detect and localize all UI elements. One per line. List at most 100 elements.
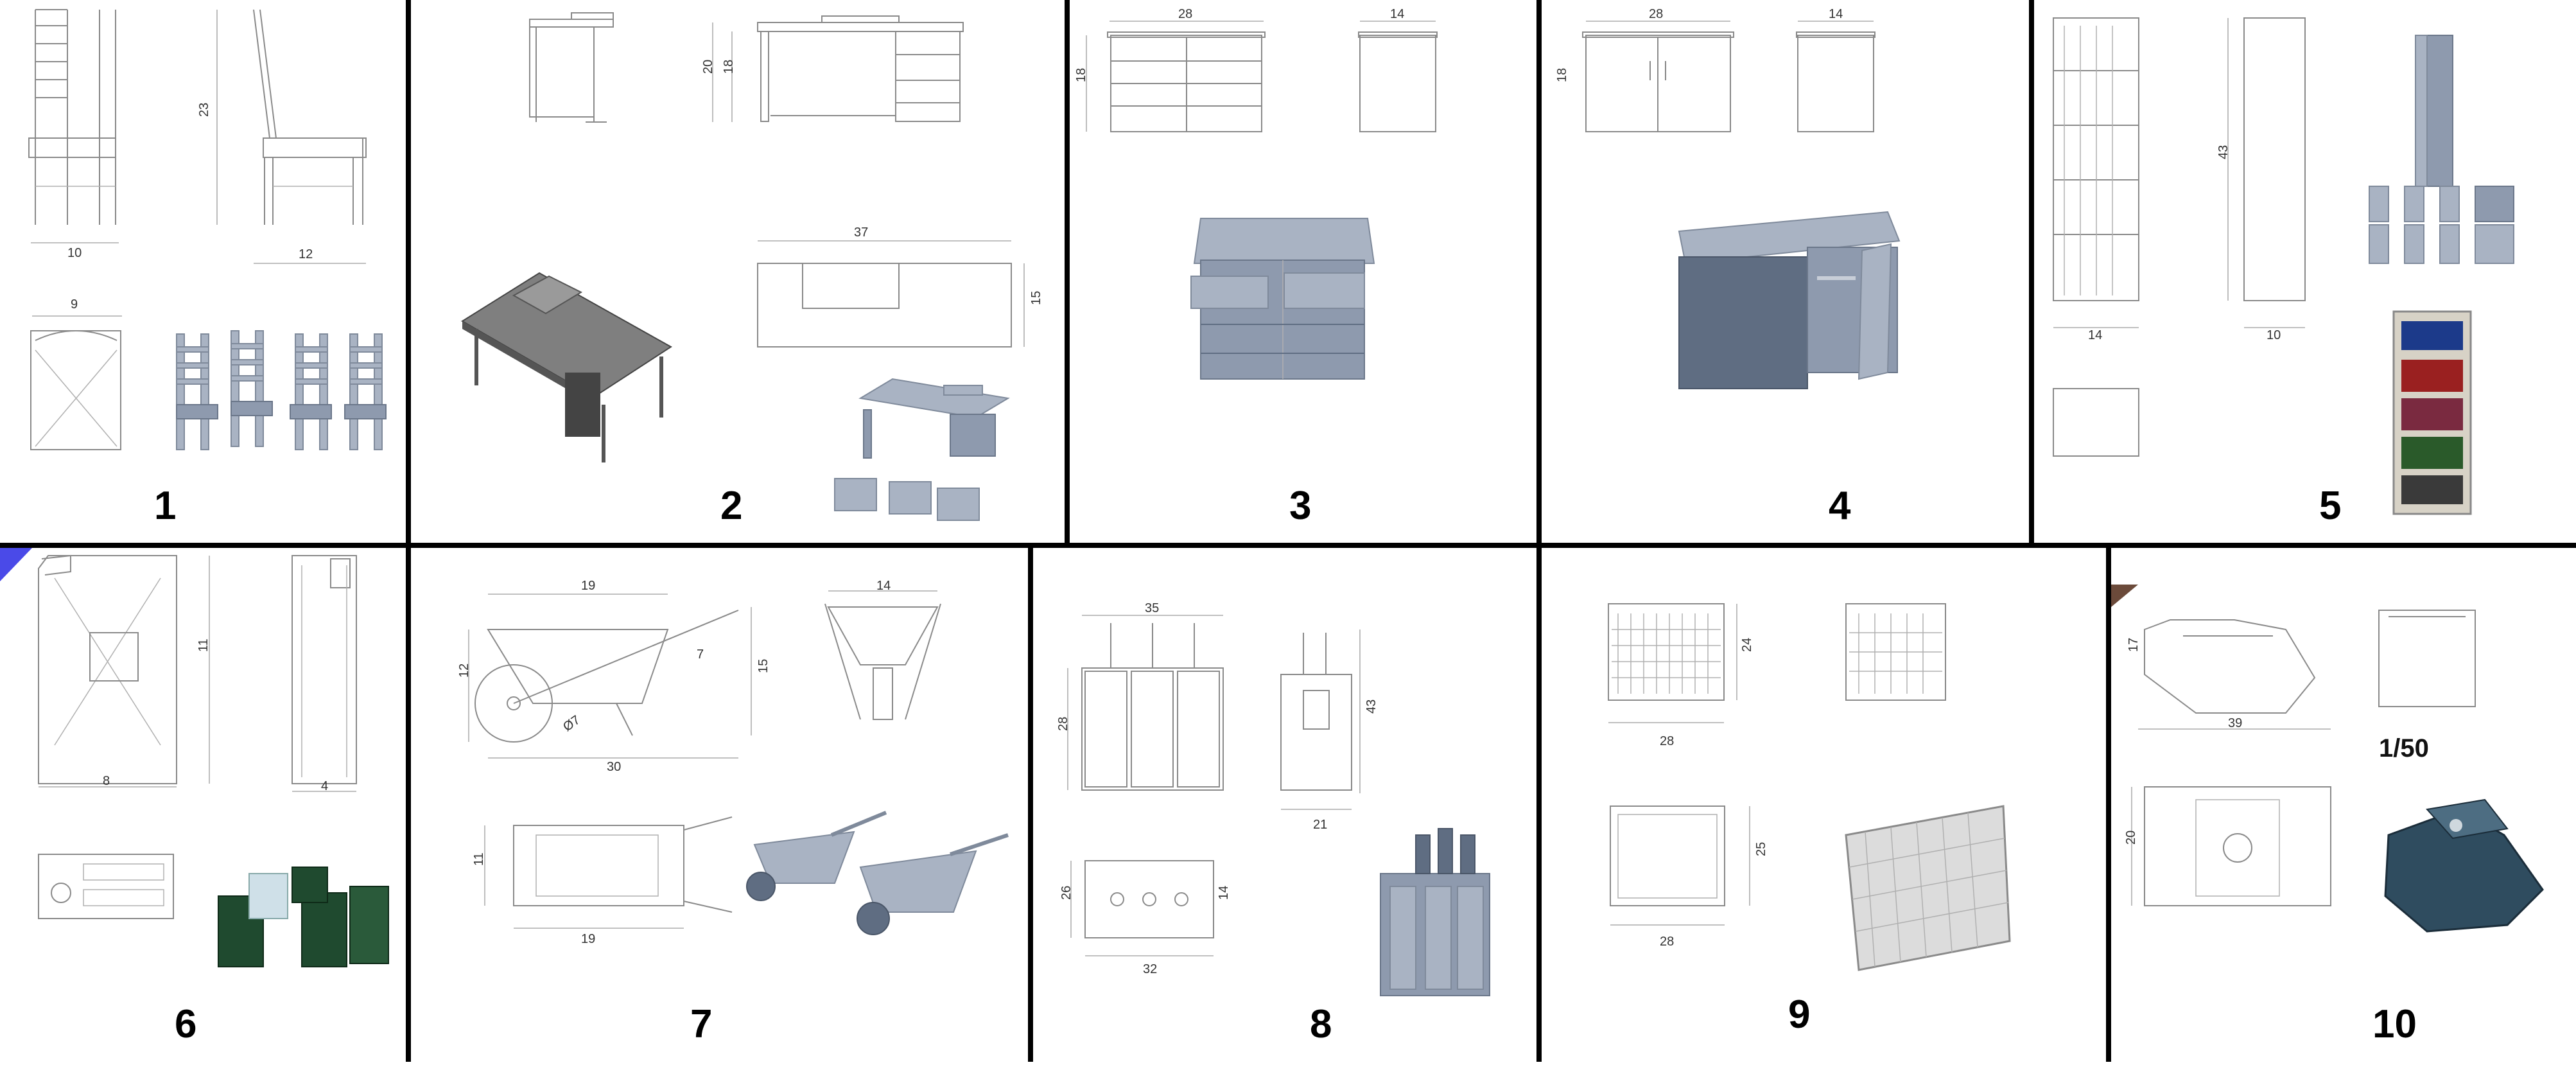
bookshelf-painted-photo: [2392, 310, 2472, 515]
panel-10-grab-bucket: 17 39 20 1/50 10: [2124, 610, 2544, 1046]
jerrycan-print-photo: [218, 867, 389, 967]
divider-4-5: [2029, 0, 2034, 543]
dresser-side-view: [1358, 21, 1438, 132]
wheelbarrow-front-view: [824, 590, 941, 720]
divider-6-7: [406, 548, 411, 1062]
dim-label: 14: [1829, 7, 1843, 21]
panel-4-cabinet: 28 14 18 4: [1555, 7, 1901, 528]
dim-label: 21: [1313, 818, 1327, 832]
panel-number: 1: [154, 484, 176, 528]
dim-label: 24: [1740, 638, 1754, 652]
dim-label: 35: [1145, 601, 1159, 615]
panel-1-chair: 23 10 12 9 1: [28, 9, 387, 528]
transformer-side-view: [1280, 629, 1361, 810]
transformer-print-photo: [1380, 828, 1490, 996]
dim-label: 20: [2124, 831, 2138, 845]
corner-accent-blue: [0, 548, 32, 581]
dim-label: 32: [1143, 962, 1157, 976]
dim-label: 12: [457, 664, 471, 678]
panel-number: 2: [720, 484, 742, 528]
chair-print-photo: [176, 330, 387, 450]
panel-2-desk: 20 18 37 15 2: [461, 12, 1043, 528]
divider-8-9: [1536, 548, 1542, 1062]
divider-2-3: [1065, 0, 1070, 543]
desk-iso-view: [461, 272, 672, 462]
dim-label: 30: [607, 760, 621, 774]
divider-3-4: [1536, 0, 1542, 543]
panel-9-mesh-cage: 24 28 25 28 9: [1608, 603, 2011, 1037]
dim-label: 11: [196, 638, 211, 652]
desk-side-view: [529, 12, 614, 123]
dresser-front-view: [1086, 21, 1266, 132]
dim-label: 28: [1660, 935, 1674, 949]
dim-label: 18: [722, 60, 736, 74]
dim-label: 14: [876, 579, 891, 593]
panel-number: 4: [1829, 484, 1851, 528]
cabinet-print-photo: [1678, 211, 1901, 389]
panel-number: 7: [690, 1002, 712, 1046]
wheelbarrow-top-view: [484, 816, 733, 929]
scale-label: 1/50: [2379, 734, 2429, 762]
grab-print-photo: [2384, 798, 2544, 933]
panel-8-transformer: 35 28 43 21 26 14 32 8: [1056, 601, 1490, 1046]
grab-top-view: [2131, 786, 2331, 906]
bookshelf-side-view: [2227, 17, 2306, 328]
cabinet-front-view: [1582, 21, 1734, 132]
dim-label: 43: [1364, 700, 1379, 714]
dim-label: 18: [1074, 68, 1088, 82]
panel-number: 9: [1788, 992, 1810, 1037]
dim-label: 14: [1217, 886, 1231, 900]
wheelbarrow-side-view: [468, 594, 752, 759]
panel-number: 3: [1289, 484, 1311, 528]
grab-side-view: [2378, 610, 2476, 707]
transformer-top-view: [1070, 860, 1214, 956]
dim-label: 28: [1056, 717, 1070, 731]
dim-label: 11: [472, 852, 486, 866]
dim-label: 20: [701, 60, 715, 74]
dim-label: 19: [581, 932, 595, 946]
dim-label: Ø7: [561, 713, 582, 734]
jerrycan-front-view: [38, 554, 210, 788]
dim-label: 25: [1754, 842, 1768, 856]
dim-label: 7: [697, 647, 704, 662]
desk-top-view: [757, 240, 1025, 348]
dim-label: 37: [854, 225, 868, 240]
dim-label: 8: [103, 774, 110, 788]
panel-7-wheelbarrow: 19 14 12 7 15 Ø7 30 11 19 7: [457, 579, 1009, 1046]
dim-label: 18: [1555, 68, 1569, 82]
divider-9-10: [2106, 548, 2111, 1062]
horizontal-divider: [0, 543, 2576, 548]
panel-number: 5: [2319, 484, 2341, 528]
cage-side-view: [1845, 603, 1946, 701]
dim-label: 15: [756, 659, 770, 673]
desk-print-photo: [834, 378, 1010, 521]
dim-label: 28: [1660, 734, 1674, 748]
dim-label: 10: [67, 246, 82, 260]
dim-label: 15: [1029, 291, 1043, 305]
panel-number: 8: [1310, 1002, 1332, 1046]
desk-front-view: [712, 15, 964, 122]
dim-label: 19: [581, 579, 595, 593]
jerrycan-side-view: [292, 555, 357, 792]
dim-label: 26: [1059, 886, 1074, 900]
divider-7-8: [1028, 548, 1033, 1062]
dim-label: 12: [299, 247, 313, 261]
grab-front-view: [2138, 619, 2331, 730]
dim-label: 9: [71, 297, 78, 312]
chair-side-view: [216, 9, 367, 264]
panel-6-jerrycan: 11 8 4 6: [38, 554, 389, 1046]
cage-front-view: [1608, 603, 1737, 723]
dim-label: 10: [2267, 328, 2281, 342]
divider-1-2: [406, 0, 411, 543]
panel-number: 10: [2372, 1002, 2417, 1046]
dim-label: 14: [1390, 7, 1404, 21]
dresser-print-photo: [1190, 218, 1375, 380]
chair-top-view: [30, 315, 122, 450]
jerrycan-top-view: [38, 854, 174, 919]
dim-label: 43: [2216, 145, 2231, 159]
transformer-front-view: [1067, 615, 1224, 791]
dim-label: 14: [2088, 328, 2102, 342]
dim-label: 28: [1178, 7, 1192, 21]
cabinet-side-view: [1796, 21, 1875, 132]
